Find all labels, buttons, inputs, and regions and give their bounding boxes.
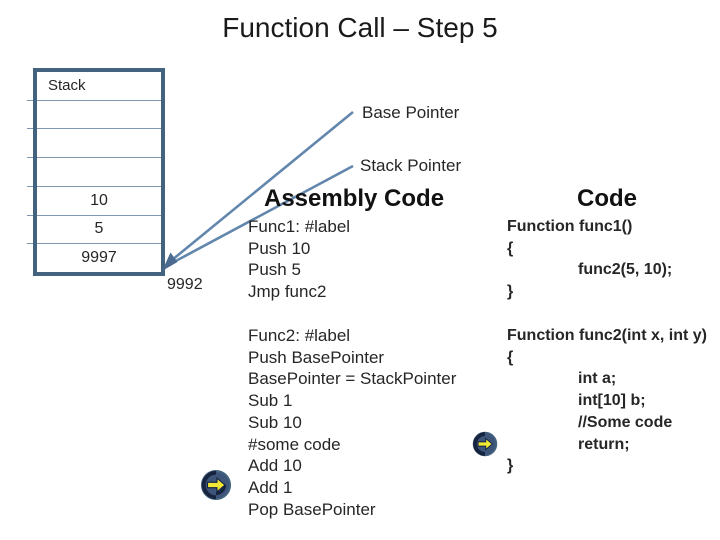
assembly-func1-block: Func1: #label Push 10 Push 5 Jmp func2	[248, 216, 350, 303]
code-line: func2(5, 10);	[578, 261, 673, 279]
assembly-line: #some code	[248, 434, 341, 454]
assembly-line: Sub 1	[248, 391, 293, 411]
code-line: Function func1()	[507, 218, 633, 235]
assembly-func2-block: Func2: #label Push BasePointer BasePoint…	[248, 325, 456, 520]
code-heading: Code	[577, 185, 637, 212]
stack-row	[27, 157, 161, 186]
code-line: }	[507, 283, 514, 301]
stack-row-value-10: 10	[27, 185, 161, 215]
code-line: Function func2(int x, int y)	[507, 327, 707, 344]
assembly-line: Func2: #label	[248, 326, 351, 345]
assembly-line: Push 5	[248, 260, 301, 280]
code-line: int a;	[578, 370, 617, 388]
assembly-line: Push 10	[248, 238, 311, 258]
assembly-line: Push BasePointer	[248, 347, 385, 367]
assembly-line: Func1: #label	[248, 217, 351, 236]
current-line-arrow-icon	[472, 431, 498, 457]
stack-pointer-connector-line	[171, 164, 354, 265]
base-pointer-connector-line	[171, 110, 354, 262]
assembly-line: Pop BasePointer	[248, 499, 376, 519]
assembly-code-heading: Assembly Code	[264, 185, 445, 212]
stack-row	[27, 128, 161, 157]
assembly-line: BasePointer = StackPointer	[248, 369, 457, 389]
stack-row	[27, 99, 161, 129]
code-line: {	[507, 348, 514, 366]
assembly-line: Add 1	[248, 477, 293, 497]
code-line: int[10] b;	[578, 392, 646, 410]
stack-row-header: Stack	[48, 77, 86, 95]
pointer-connector-lines	[162, 110, 354, 271]
stack-row-value-9997: 9997	[27, 243, 161, 272]
code-func1-block: Function func1() { func2(5, 10); }	[507, 216, 672, 303]
code-line: }	[507, 457, 514, 475]
code-line: {	[507, 239, 514, 257]
stack-table: Stack 10 5 9997	[27, 68, 165, 276]
stack-bottom-address: 9992	[167, 276, 203, 293]
assembly-line: Add 10	[248, 456, 302, 476]
slide-title: Function Call – Step 5	[222, 12, 498, 43]
stack-pointer-label: Stack Pointer	[360, 156, 462, 175]
base-pointer-label: Base Pointer	[362, 103, 460, 122]
assembly-line: Sub 10	[248, 412, 302, 432]
stack-row-value-5: 5	[27, 214, 161, 244]
code-line: //Some code	[578, 413, 673, 431]
code-func2-block: Function func2(int x, int y) { int a; in…	[507, 325, 707, 477]
code-line: return;	[578, 435, 630, 453]
connector-arrowhead-icon	[162, 252, 178, 271]
assembly-line: Jmp func2	[248, 282, 327, 302]
current-line-arrow-icon	[200, 469, 232, 501]
